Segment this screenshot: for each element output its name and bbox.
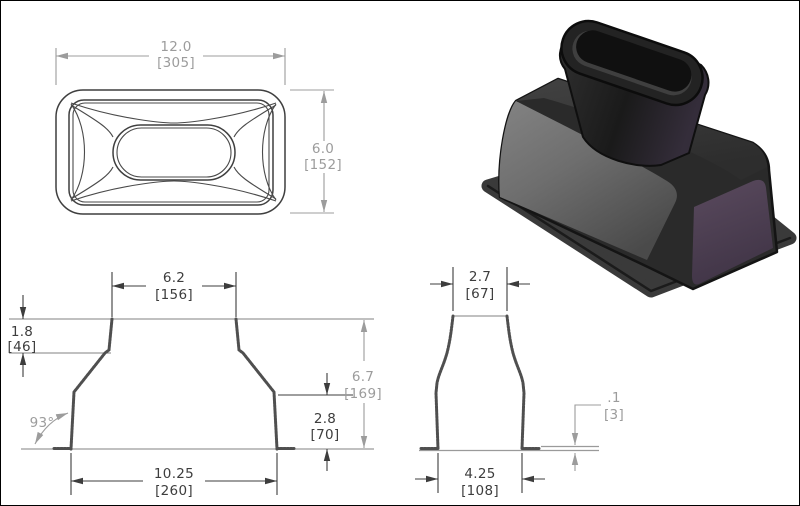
iso-render	[481, 19, 797, 298]
right-wall-section	[505, 314, 526, 451]
dim-front-neck-width-metric: [156]	[155, 287, 193, 303]
dim-top-width-metric: [305]	[157, 55, 195, 71]
dim-front-base-angle: 93°	[30, 412, 69, 445]
angle-leader-arc	[34, 412, 69, 445]
dim-side-flange-thickness-value: .1	[607, 390, 620, 406]
dim-side-flange-thickness-metric: [3]	[604, 407, 624, 423]
top-view-inner-rim-outline	[68, 99, 274, 206]
dim-front-base-width-value: 10.25	[154, 466, 194, 482]
right-wall-section	[234, 317, 279, 451]
dim-front-neck-height: 1.8 [46]	[8, 295, 37, 377]
left-wall-section	[69, 317, 114, 451]
dim-front-base-width: 10.25 [260]	[70, 453, 278, 499]
dim-side-neck-width-value: 2.7	[469, 269, 491, 285]
dim-front-total-height: 6.7 [169]	[344, 320, 382, 448]
dim-top-depth: 6.0 [152]	[290, 89, 342, 214]
top-view-outer-flange-outline	[55, 89, 286, 215]
dim-front-neck-height-metric: [46]	[8, 339, 37, 355]
dim-top-width: 12.0 [305]	[55, 39, 286, 85]
dim-front-lower-height-metric: [70]	[311, 427, 340, 443]
dim-side-neck-width-metric: [67]	[466, 286, 495, 302]
dim-top-depth-value: 6.0	[312, 141, 334, 157]
dim-front-base-angle-value: 93°	[30, 415, 55, 431]
left-wall-section	[434, 314, 455, 451]
side-section-view: 2.7 [67] .1 [3] 4.25 [108]	[415, 267, 624, 499]
dim-side-flange-thickness: .1 [3]	[571, 390, 624, 471]
dim-front-base-width-metric: [260]	[155, 483, 193, 499]
render-front-face	[499, 101, 677, 260]
top-view-collar-opening-inner-line	[116, 127, 232, 178]
top-view-draft-transition-curves	[70, 102, 277, 202]
dim-front-total-height-metric: [169]	[344, 386, 382, 402]
dim-front-total-height-value: 6.7	[352, 369, 374, 385]
dim-front-neck-width-value: 6.2	[163, 270, 185, 286]
dim-side-neck-width: 2.7 [67]	[430, 267, 530, 311]
render-opening-cavity	[576, 30, 692, 92]
top-view-inner-rim-inner-line	[72, 102, 270, 203]
top-view-collar-opening-outline	[112, 124, 236, 181]
dim-side-base-width-metric: [108]	[461, 483, 499, 499]
render-end-face	[692, 179, 773, 285]
leader-arrow-down	[571, 404, 601, 445]
top-view: 12.0 [305] 6.0 [152]	[55, 39, 342, 215]
dim-side-base-width: 4.25 [108]	[415, 453, 545, 499]
dim-top-width-value: 12.0	[160, 39, 191, 55]
dim-front-lower-height-value: 2.8	[314, 411, 336, 427]
dim-side-base-width-value: 4.25	[464, 466, 495, 482]
front-section-view: 6.2 [156] 1.8 [46] 93° 10.25 [260]	[8, 270, 382, 499]
dim-front-neck-height-value: 1.8	[11, 324, 33, 340]
render-collar-rim	[560, 19, 704, 107]
dim-front-lower-height: 2.8 [70]	[278, 373, 353, 471]
dim-front-neck-width: 6.2 [156]	[111, 270, 237, 317]
dim-top-depth-metric: [152]	[304, 157, 342, 173]
